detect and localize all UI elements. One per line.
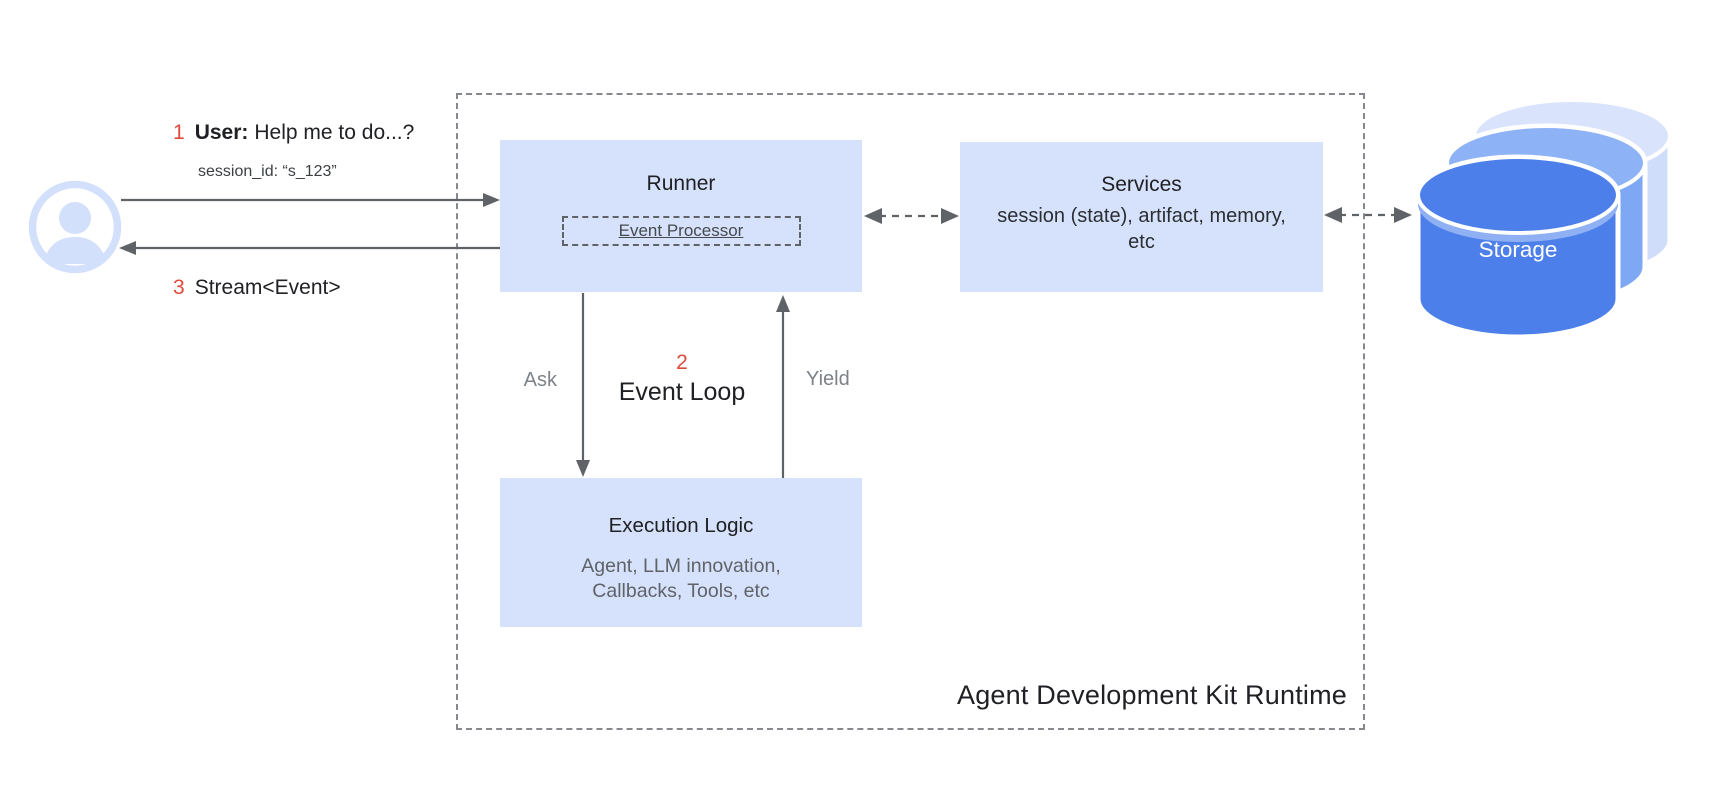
stream-response-arrow <box>119 241 500 255</box>
step1-label: 1 User:Help me to do...? <box>173 121 414 145</box>
runner-box: Runner Event Processor <box>500 140 862 292</box>
user-avatar-icon <box>28 180 122 274</box>
services-subtitle: session (state), artifact, memory, etc <box>997 205 1286 254</box>
session-id-label: session_id: “s_123” <box>198 163 337 180</box>
step3-number: 3 <box>173 276 185 299</box>
execution-logic-box: Execution Logic Agent, LLM innovation, C… <box>500 478 862 627</box>
services-title: Services <box>1101 173 1182 196</box>
step3-label: 3 Stream<Event> <box>173 276 341 300</box>
runtime-boundary-box <box>456 93 1365 730</box>
step2-number: 2 <box>676 351 688 374</box>
user-request-arrow <box>121 193 500 207</box>
execution-logic-subtitle: Agent, LLM innovation, Callbacks, Tools,… <box>581 555 781 603</box>
yield-label: Yield <box>806 368 850 390</box>
storage-cylinders-icon <box>1415 97 1673 340</box>
ask-label: Ask <box>523 369 557 391</box>
event-processor-label: Event Processor <box>618 221 744 240</box>
event-loop-label: Event Loop <box>618 378 746 406</box>
runner-title: Runner <box>646 172 716 195</box>
storage-cylinder-front <box>1415 154 1621 340</box>
storage-label: Storage <box>1478 237 1558 262</box>
step1-text: Help me to do...? <box>254 121 415 144</box>
step1-number: 1 <box>173 121 185 144</box>
services-box: Services session (state), artifact, memo… <box>960 142 1323 292</box>
step1-user-prefix: User: <box>194 121 249 144</box>
step3-text: Stream<Event> <box>194 276 341 299</box>
execution-logic-title: Execution Logic <box>608 514 754 537</box>
runtime-title: Agent Development Kit Runtime <box>957 680 1347 710</box>
event-processor-box: Event Processor <box>561 216 801 246</box>
